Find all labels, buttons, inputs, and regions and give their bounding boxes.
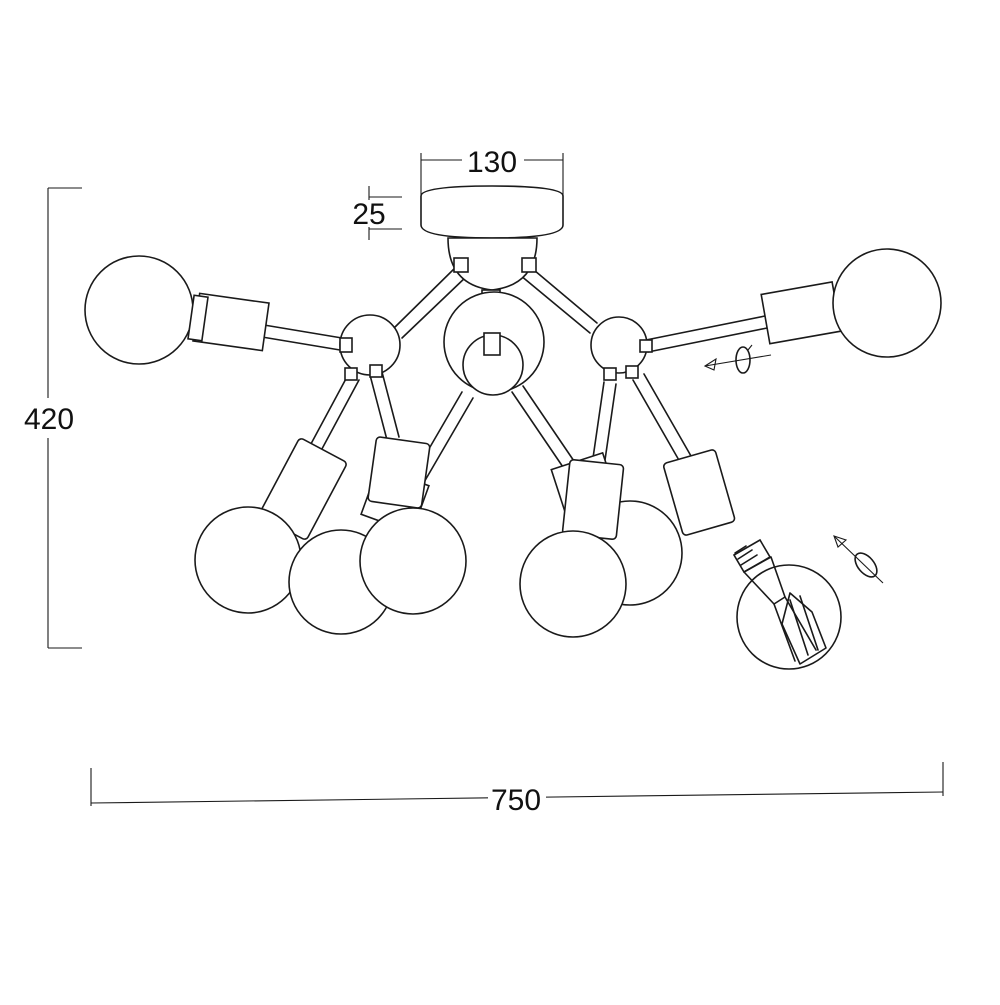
lamp-top-left bbox=[84, 255, 270, 365]
rotate-arrow-icon bbox=[833, 535, 884, 584]
dimension-canopy-height: 25 bbox=[348, 186, 402, 240]
ceiling-canopy bbox=[420, 185, 564, 305]
dimension-width: 750 bbox=[90, 762, 944, 817]
arms bbox=[255, 264, 768, 485]
lamp-top-right bbox=[760, 248, 942, 358]
canopy-height-label: 25 bbox=[352, 198, 385, 231]
overall-width-label: 750 bbox=[491, 784, 541, 817]
joints bbox=[339, 257, 653, 381]
dimension-canopy-width: 130 bbox=[420, 145, 564, 200]
dimension-height: 420 bbox=[20, 187, 82, 649]
center-hub bbox=[443, 291, 545, 396]
overall-height-label: 420 bbox=[24, 403, 74, 436]
bulb-detail-icon bbox=[732, 538, 842, 670]
lamp-lower-1 bbox=[194, 438, 347, 614]
lamp-lower-3 bbox=[359, 436, 467, 615]
canopy-width-label: 130 bbox=[467, 146, 517, 179]
lamp-lower-5 bbox=[519, 458, 627, 638]
lamp-lower-6 bbox=[662, 449, 736, 536]
rotate-arrow-icon bbox=[703, 344, 772, 374]
